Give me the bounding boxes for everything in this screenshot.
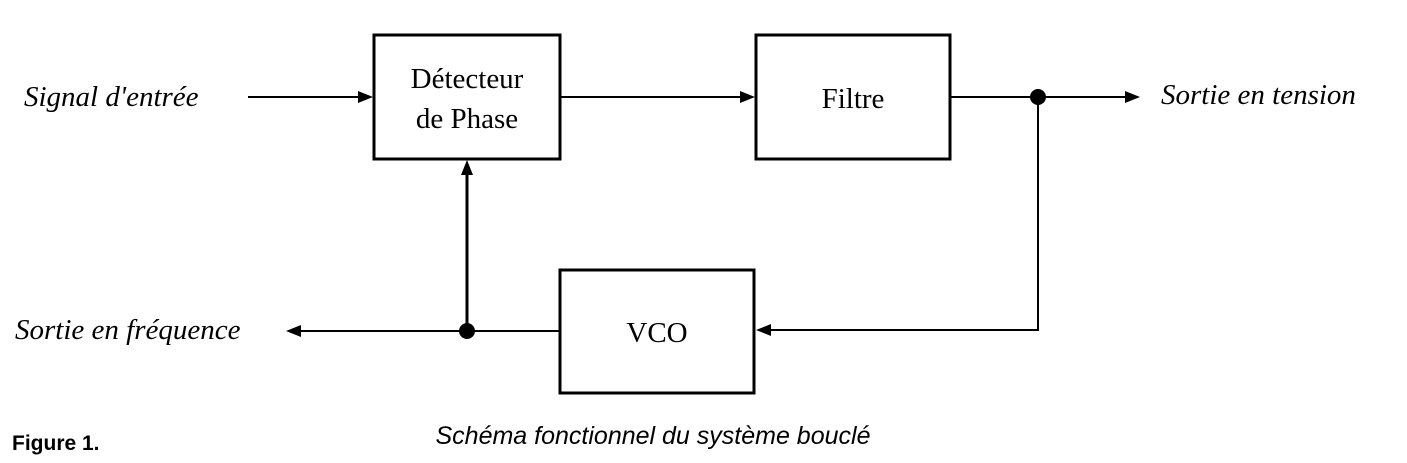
phase-detector-label-line2: de Phase (416, 103, 518, 135)
input-signal-label: Signal d'entrée (24, 81, 199, 113)
vco-block (558, 268, 756, 395)
voltage-output-label: Sortie en tension (1161, 79, 1356, 111)
frequency-output-arrowhead (286, 325, 301, 337)
phase-feedback-arrowhead (461, 160, 473, 175)
frequency-output-label: Sortie en fréquence (15, 314, 241, 346)
vco-label: VCO (626, 317, 687, 349)
filter-input-arrowhead (740, 91, 755, 103)
filter-block (754, 33, 952, 161)
feedback-wire (770, 97, 1039, 331)
diagram-caption: Schéma fonctionnel du système bouclé (436, 422, 871, 450)
phase-detector-block (372, 33, 562, 161)
phase-detector-label-line1: Détecteur (411, 63, 524, 95)
input-arrowhead (358, 91, 373, 103)
voltage-output-arrowhead (1125, 91, 1140, 103)
figure-label: Figure 1. (12, 432, 100, 455)
vco-input-arrowhead (756, 324, 771, 336)
filter-label: Filtre (822, 83, 885, 115)
